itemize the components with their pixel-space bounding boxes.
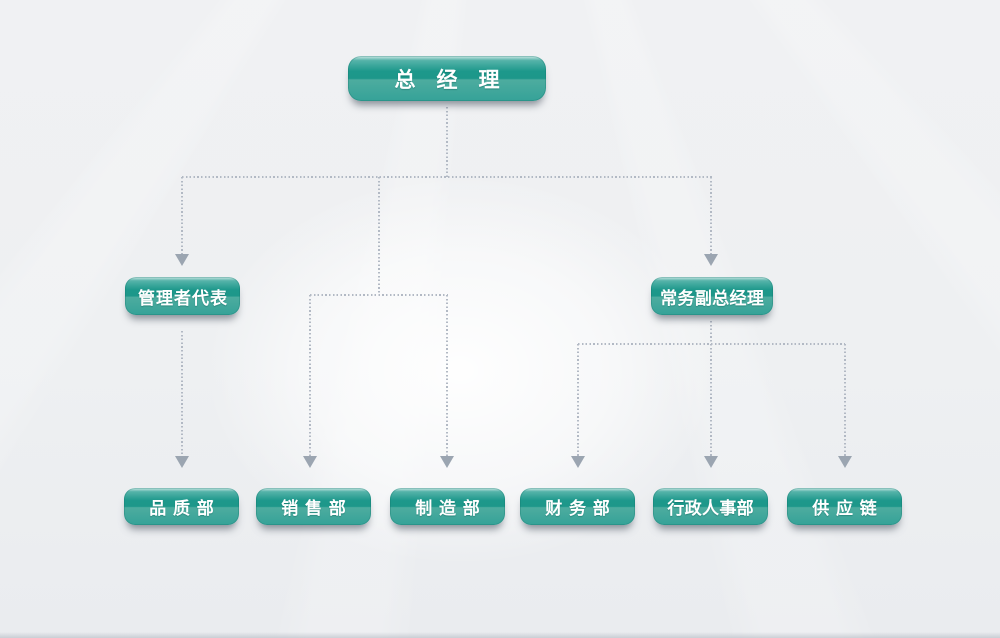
arrowhead-sales	[303, 456, 317, 468]
connector-to-sales	[309, 295, 311, 457]
org-node-supply-chain: 供应链	[787, 488, 902, 525]
org-node-sales-dept: 销售部	[256, 488, 371, 525]
arrowhead-supply-chain	[838, 456, 852, 468]
arrowhead-deputy-gm	[704, 254, 718, 266]
connector-mid-down	[378, 177, 380, 295]
connector-to-hr	[710, 344, 712, 457]
connector-to-quality	[181, 331, 183, 457]
arrowhead-finance	[571, 456, 585, 468]
connector-to-management-rep	[181, 177, 183, 255]
org-node-supply-chain-label: 供应链	[812, 499, 884, 519]
org-node-management-rep-label: 管理者代表	[137, 288, 229, 309]
connector-to-finance	[577, 344, 579, 457]
org-node-sales-dept-label: 销售部	[281, 499, 353, 519]
org-node-management-rep: 管理者代表	[125, 277, 240, 315]
connector-deputy-down	[710, 321, 712, 344]
connector-mid-horizontal	[310, 294, 448, 296]
org-node-admin-hr-dept-label: 行政人事部	[667, 499, 755, 519]
org-node-manufacturing-dept: 制造部	[390, 488, 505, 525]
org-node-quality-dept-label: 品质部	[149, 499, 221, 519]
connector-to-supply-chain	[844, 344, 846, 457]
org-node-admin-hr-dept: 行政人事部	[653, 488, 768, 525]
connector-root-down	[446, 107, 448, 177]
org-node-manufacturing-dept-label: 制造部	[415, 499, 487, 519]
connector-to-manufacturing	[446, 295, 448, 457]
org-node-general-manager: 总经理	[348, 56, 546, 101]
arrowhead-management-rep	[175, 254, 189, 266]
org-node-deputy-gm: 常务副总经理	[651, 277, 773, 315]
org-node-quality-dept: 品质部	[124, 488, 239, 525]
org-node-deputy-gm-label: 常务副总经理	[660, 288, 765, 309]
bottom-edge-shade	[0, 632, 1000, 638]
arrowhead-manufacturing	[440, 456, 454, 468]
arrowhead-quality	[175, 456, 189, 468]
org-node-general-manager-label: 总经理	[394, 67, 521, 92]
arrowhead-hr	[704, 456, 718, 468]
connector-level1-horizontal	[182, 176, 712, 178]
org-node-finance-dept-label: 财务部	[545, 499, 617, 519]
org-node-finance-dept: 财务部	[520, 488, 635, 525]
connector-to-deputy-gm	[710, 177, 712, 255]
